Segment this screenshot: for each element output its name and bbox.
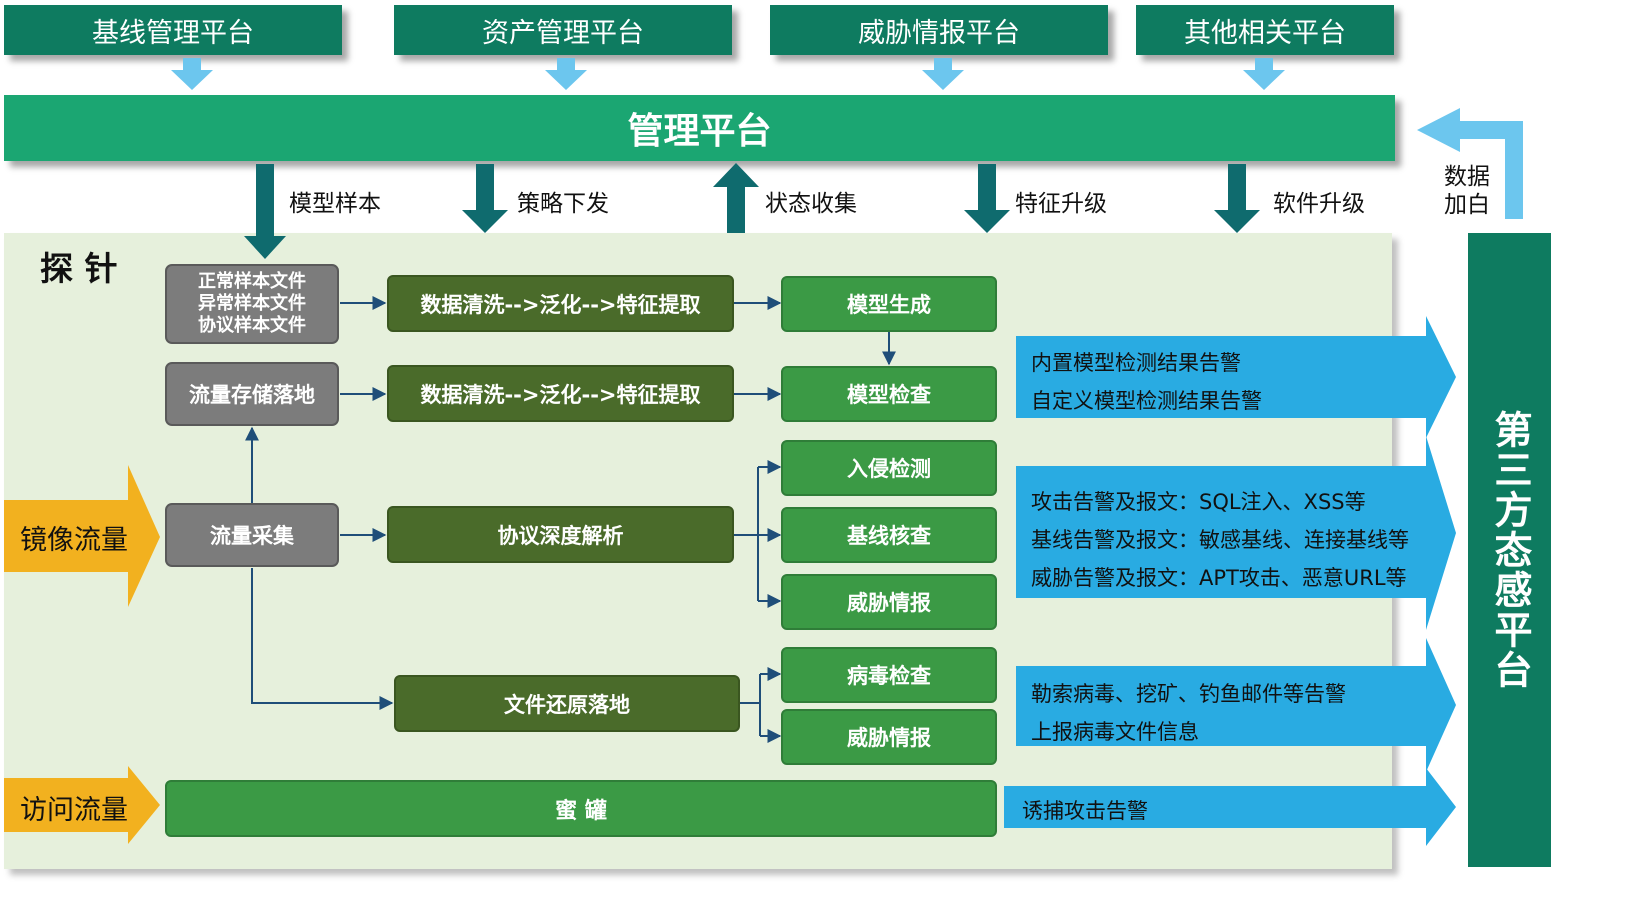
whitelist-label-1: 数据 [1444,164,1490,190]
alert-arrow-model [1016,316,1456,438]
alert-attack-line-2: 基线告警及报文：敏感基线、连接基线等 [1031,528,1409,552]
model-generate-box: 模型生成 [781,276,997,332]
sample-file-protocol: 协议样本文件 [198,315,306,336]
management-platform-bar: 管理平台 [4,95,1395,161]
model-sample-arrow [244,164,286,259]
whitelist-arrow [1417,108,1523,219]
status-arrow [713,163,759,233]
model-check-box: 模型检查 [781,366,997,422]
data-clean-box-1: 数据清洗-->泛化-->特征提取 [387,275,734,332]
status-label: 状态收集 [765,191,857,217]
alert-virus-line-2: 上报病毒文件信息 [1031,720,1199,744]
policy-arrow [462,164,508,233]
probe-title: 探 针 [40,249,118,288]
alert-virus-line-1: 勒索病毒、挖矿、钓鱼邮件等告警 [1031,682,1346,706]
alert-model-line-2: 自定义模型检测结果告警 [1031,389,1262,413]
whitelist-label-2: 加白 [1444,192,1490,218]
intrusion-detect-box: 入侵检测 [781,440,997,496]
asset-platform-box: 资产管理平台 [394,5,732,55]
traffic-collect-box: 流量采集 [165,503,339,567]
sample-file-normal: 正常样本文件 [198,271,306,292]
sample-files-box: 正常样本文件 异常样本文件 协议样本文件 [165,264,339,344]
virus-check-box: 病毒检查 [781,647,997,703]
third-party-platform: 第三方态感平台 [1468,233,1551,867]
mirror-input-arrow [4,465,160,607]
threat-intel-platform-box: 威胁情报平台 [770,5,1108,55]
baseline-check-box: 基线核查 [781,507,997,563]
access-input-arrow [4,766,160,844]
alert-model-line-1: 内置模型检测结果告警 [1031,351,1241,375]
mirror-traffic-label: 镜像流量 [20,525,128,556]
third-party-label: 第三方态感平台 [1488,410,1532,690]
alert-attack-line-1: 攻击告警及报文：SQL注入、XSS等 [1031,490,1366,514]
file-restore-box: 文件还原落地 [394,675,740,732]
software-label: 软件升级 [1273,191,1365,217]
down-arrow-2 [545,58,587,90]
traffic-storage-box: 流量存储落地 [165,362,339,426]
down-arrow-3 [922,58,964,90]
down-arrow-4 [1243,58,1285,90]
data-clean-box-2: 数据清洗-->泛化-->特征提取 [387,365,734,422]
alert-arrow-honeypot [1004,768,1456,846]
protocol-parse-box: 协议深度解析 [387,506,734,563]
access-traffic-label: 访问流量 [20,795,128,826]
feature-label: 特征升级 [1015,191,1107,217]
alert-arrow-attack [1016,436,1456,630]
other-platform-box: 其他相关平台 [1136,5,1394,55]
alert-attack-line-3: 威胁告警及报文：APT攻击、恶意URL等 [1031,566,1407,590]
baseline-platform-box: 基线管理平台 [4,5,342,55]
sample-file-abnormal: 异常样本文件 [198,293,306,314]
honeypot-box: 蜜 罐 [165,780,997,837]
software-arrow [1214,164,1260,233]
policy-label: 策略下发 [517,191,609,217]
model-sample-label: 模型样本 [289,191,381,217]
down-arrow-1 [171,58,213,90]
threat-intel-box-2: 威胁情报 [781,709,997,765]
alert-honeypot-line: 诱捕攻击告警 [1022,799,1148,823]
conn-collect-restore [251,568,394,710]
feature-arrow [964,164,1010,233]
threat-intel-box-1: 威胁情报 [781,574,997,630]
alert-arrow-virus [1016,638,1456,772]
